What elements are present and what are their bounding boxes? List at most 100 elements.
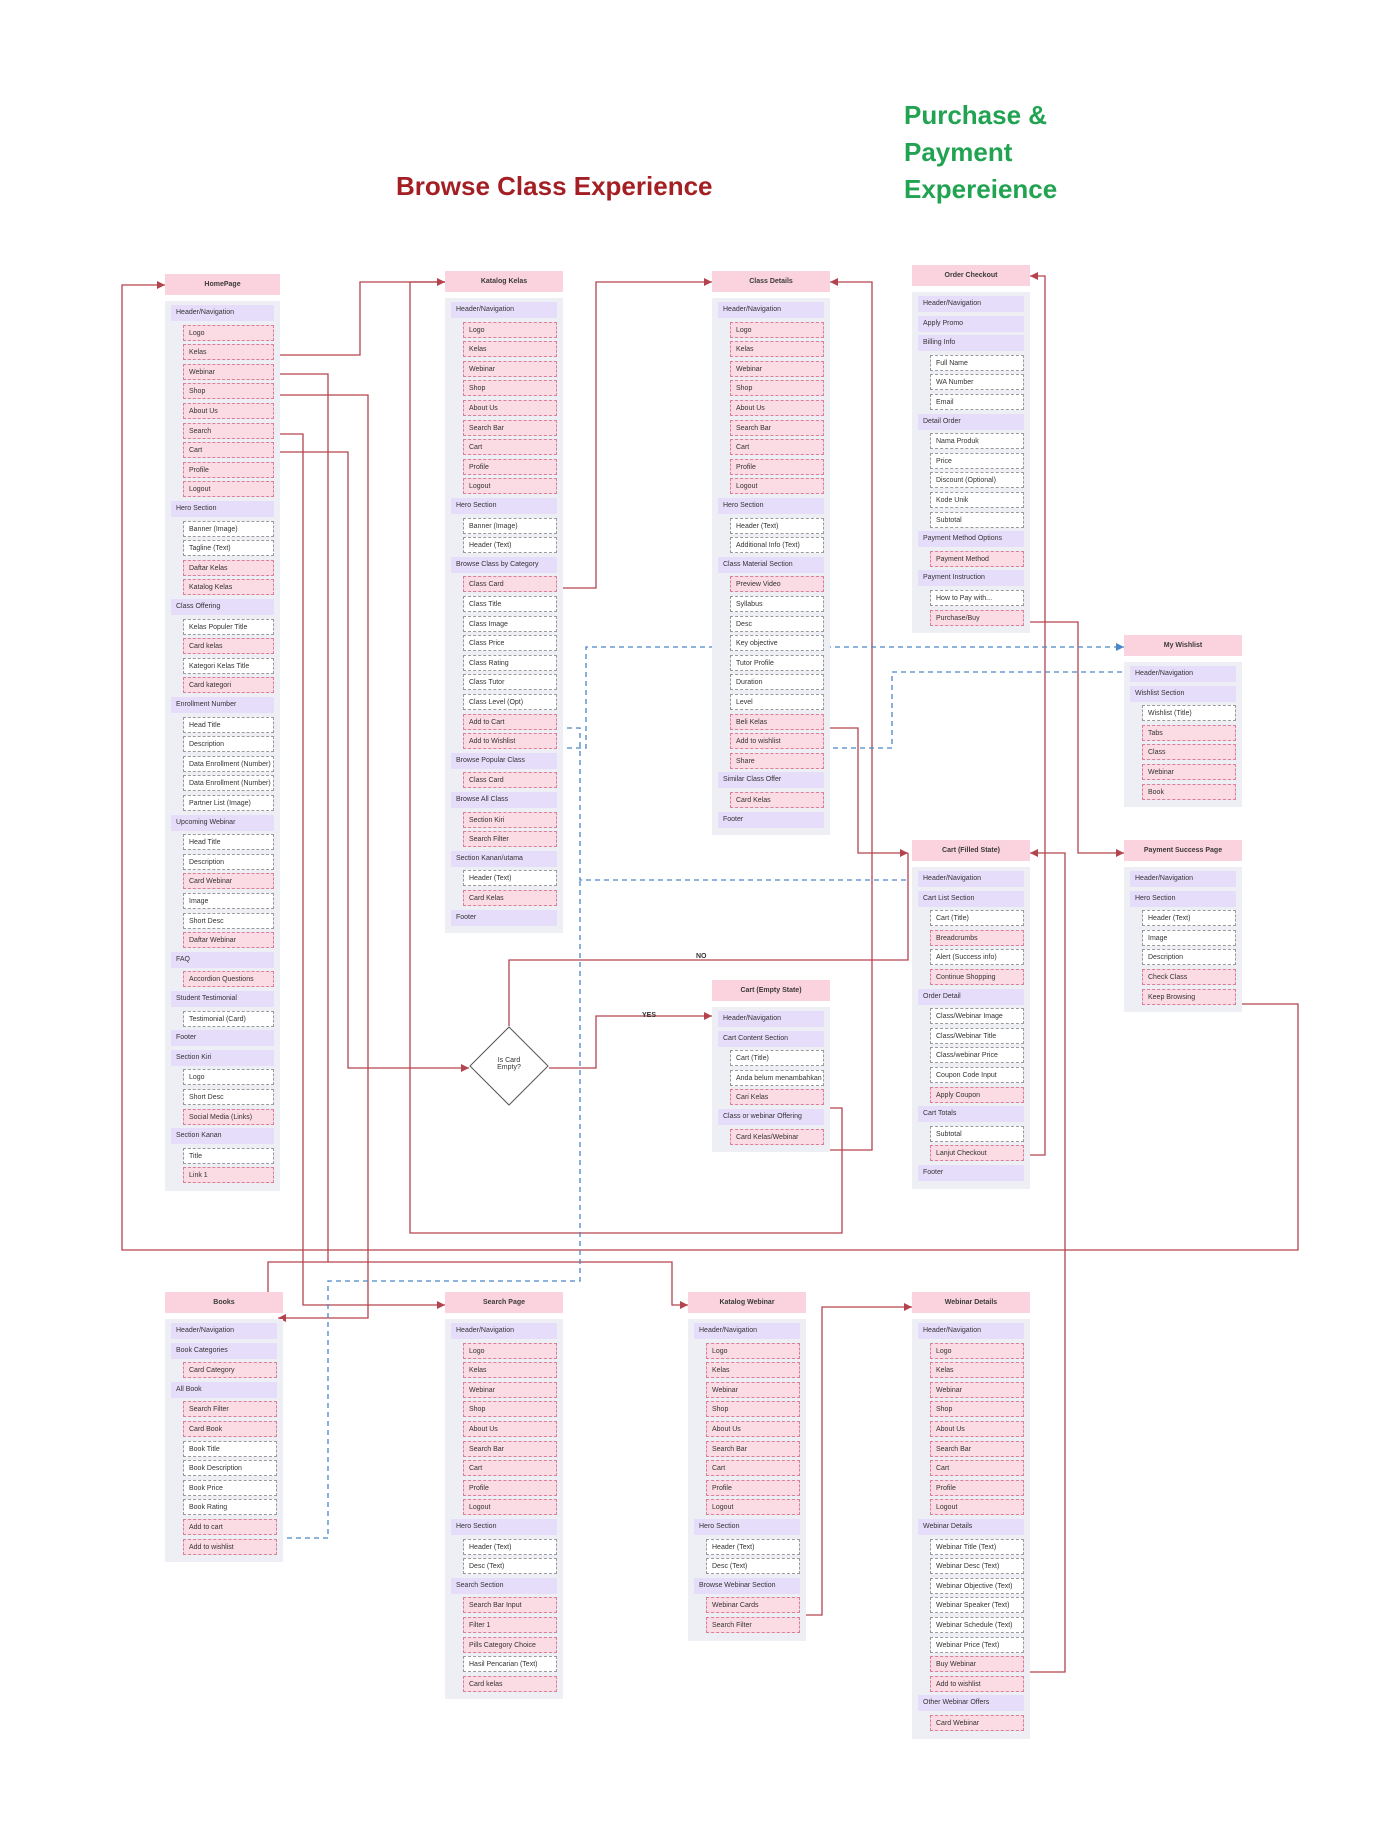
item-row-cart-empty-6: Card Kelas/Webinar: [730, 1128, 824, 1145]
group-row-homepage-42: Section Kanan: [171, 1128, 274, 1145]
item-row-katalog-kelas-20: Class Level (Opt): [463, 694, 557, 710]
item-row-search-page-11: Header (Text): [463, 1538, 557, 1555]
item-row-cart-filled-2: Cart (Title): [930, 910, 1024, 927]
item-row-search-page-7: Cart: [463, 1460, 557, 1477]
item-row-katalog-kelas-16: Class Image: [463, 615, 557, 632]
item-row-homepage-8: Profile: [183, 461, 274, 478]
item-row-books-5: Card Book: [183, 1421, 277, 1437]
item-row-katalog-webinar-11: Header (Text): [706, 1538, 800, 1555]
group-row-katalog-kelas-10: Hero Section: [451, 498, 557, 514]
item-row-katalog-kelas-7: Cart: [463, 439, 557, 456]
item-row-homepage-23: Data Enrollment (Number): [183, 755, 274, 772]
section-title-katalog-kelas: Katalog Kelas: [445, 271, 563, 292]
group-row-cart-empty-5: Class or webinar Offering: [718, 1109, 824, 1125]
item-row-payment-success-6: Keep Browsing: [1142, 988, 1236, 1005]
purchase-title-line-1: Purchase &: [904, 100, 1048, 130]
item-row-order-checkout-3: Full Name: [930, 354, 1024, 371]
item-row-homepage-17: Card kelas: [183, 638, 274, 655]
item-row-katalog-kelas-24: Class Card: [463, 772, 557, 789]
item-row-search-page-8: Profile: [463, 1479, 557, 1496]
item-row-books-9: Book Rating: [183, 1499, 277, 1516]
item-row-katalog-webinar-3: Webinar: [706, 1381, 800, 1398]
item-row-books-6: Book Title: [183, 1440, 277, 1457]
decision-line-2: Empty?: [497, 1064, 521, 1071]
group-row-cart-filled-12: Cart Totals: [918, 1106, 1024, 1123]
item-row-cart-empty-2: Cart (Title): [730, 1050, 824, 1067]
group-row-class-details-26: Footer: [718, 811, 824, 828]
flow-cart-to-decision: [278, 451, 469, 1069]
group-row-cart-filled-15: Footer: [918, 1165, 1024, 1181]
item-row-order-checkout-9: Discount (Optional): [930, 472, 1024, 489]
group-row-my-wishlist-1: Wishlist Section: [1130, 685, 1236, 702]
item-row-webinar-details-13: Webinar Objective (Text): [930, 1577, 1024, 1594]
item-row-class-details-5: About Us: [730, 400, 824, 416]
group-row-homepage-26: Upcoming Webinar: [171, 814, 274, 831]
purchase-title-line-2: Payment: [904, 137, 1013, 167]
item-row-cart-filled-5: Continue Shopping: [930, 969, 1024, 985]
item-row-webinar-details-8: Profile: [930, 1479, 1024, 1496]
item-row-order-checkout-13: Payment Method: [930, 550, 1024, 567]
item-row-katalog-kelas-18: Class Rating: [463, 654, 557, 671]
item-row-books-2: Card Category: [183, 1362, 277, 1379]
group-row-katalog-kelas-31: Footer: [451, 909, 557, 926]
item-row-my-wishlist-6: Book: [1142, 783, 1236, 800]
item-row-katalog-kelas-26: Section Kiri: [463, 811, 557, 828]
item-row-class-details-4: Shop: [730, 380, 824, 397]
flow-decision-no: [508, 853, 909, 1026]
item-row-order-checkout-5: Email: [930, 394, 1024, 410]
section-title-search-page: Search Page: [445, 1292, 563, 1313]
group-row-class-details-10: Hero Section: [718, 498, 824, 514]
group-row-order-checkout-6: Detail Order: [918, 413, 1024, 430]
group-row-payment-success-1: Hero Section: [1130, 890, 1236, 907]
group-row-class-details-0: Header/Navigation: [718, 302, 824, 318]
group-row-search-page-10: Hero Section: [451, 1519, 557, 1535]
item-row-class-details-18: Tutor Profile: [730, 654, 824, 671]
item-row-class-details-7: Cart: [730, 439, 824, 456]
item-row-katalog-kelas-17: Class Price: [463, 635, 557, 652]
item-row-katalog-kelas-5: About Us: [463, 400, 557, 416]
item-row-class-details-8: Profile: [730, 458, 824, 475]
item-row-webinar-details-4: Shop: [930, 1401, 1024, 1418]
item-row-katalog-kelas-29: Header (Text): [463, 870, 557, 887]
item-row-order-checkout-8: Price: [930, 452, 1024, 469]
item-row-search-page-5: About Us: [463, 1421, 557, 1437]
item-row-class-details-15: Syllabus: [730, 596, 824, 612]
item-row-homepage-5: About Us: [183, 403, 274, 419]
group-row-webinar-details-0: Header/Navigation: [918, 1323, 1024, 1339]
item-row-order-checkout-7: Nama Produk: [930, 433, 1024, 450]
item-row-katalog-webinar-15: Search Filter: [706, 1617, 800, 1633]
flow-detail-wishlist-dashed: [824, 671, 1124, 749]
item-row-webinar-details-17: Buy Webinar: [930, 1656, 1024, 1673]
flow-addtowishlist-dashed: [558, 646, 1124, 749]
is-card-empty-decision: Is Card Empty?: [469, 1026, 549, 1106]
item-row-homepage-28: Description: [183, 853, 274, 870]
item-row-cart-filled-7: Class/Webinar Image: [930, 1008, 1024, 1025]
item-row-cart-filled-9: Class/webinar Price: [930, 1047, 1024, 1064]
item-row-cart-filled-10: Coupon Code Input: [930, 1067, 1024, 1083]
item-row-katalog-kelas-9: Logout: [463, 478, 557, 495]
item-row-katalog-webinar-4: Shop: [706, 1401, 800, 1418]
item-row-class-details-14: Preview Video: [730, 576, 824, 593]
group-row-webinar-details-19: Other Webinar Offers: [918, 1695, 1024, 1712]
group-row-my-wishlist-0: Header/Navigation: [1130, 666, 1236, 682]
group-row-order-checkout-1: Apply Promo: [918, 315, 1024, 332]
item-row-books-4: Search Filter: [183, 1401, 277, 1418]
item-row-books-11: Add to wishlist: [183, 1538, 277, 1555]
item-row-books-7: Book Description: [183, 1460, 277, 1477]
group-row-class-details-24: Similar Class Offer: [718, 772, 824, 789]
item-row-order-checkout-16: Purchase/Buy: [930, 609, 1024, 626]
item-row-search-page-14: Search Bar Input: [463, 1597, 557, 1614]
item-row-order-checkout-11: Subtotal: [930, 511, 1024, 528]
item-row-katalog-webinar-8: Profile: [706, 1479, 800, 1496]
item-row-homepage-13: Daftar Kelas: [183, 559, 274, 576]
item-row-homepage-6: Search: [183, 422, 274, 439]
item-row-search-page-16: Pills Category Choice: [463, 1636, 557, 1653]
flow-belikelas-to-cart: [824, 727, 908, 854]
item-row-homepage-14: Katalog Kelas: [183, 579, 274, 596]
item-row-katalog-webinar-2: Kelas: [706, 1362, 800, 1379]
item-row-homepage-18: Kategori Kelas Title: [183, 657, 274, 674]
item-row-katalog-kelas-8: Profile: [463, 458, 557, 475]
item-row-cart-filled-4: Alert (Success info): [930, 949, 1024, 966]
decision-line-1: Is Card: [497, 1057, 521, 1064]
item-row-class-details-12: Additional Info (Text): [730, 537, 824, 554]
